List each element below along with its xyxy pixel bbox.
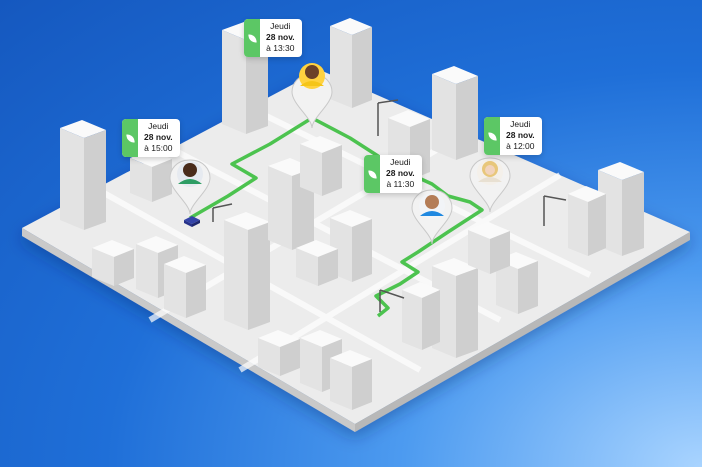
stop-date: 28 nov. — [266, 32, 295, 42]
building — [330, 18, 372, 108]
stop-date: 28 nov. — [386, 168, 415, 178]
building — [60, 120, 106, 230]
building — [222, 22, 268, 134]
stop-time: à 11:30 — [386, 179, 415, 189]
avatar-woman-blonde — [477, 159, 503, 185]
leaf-icon — [367, 168, 377, 180]
stop-card-2[interactable]: Jeudi 28 nov. à 15:00 — [122, 119, 180, 157]
map-pin-13-30[interactable] — [291, 73, 333, 129]
building — [568, 186, 606, 256]
stop-day: Jeudi — [510, 119, 531, 129]
avatar-man-yellow-shirt — [299, 63, 325, 89]
stop-day: Jeudi — [270, 21, 291, 31]
stop-card-3[interactable]: Jeudi 28 nov. à 11:30 — [364, 155, 422, 193]
building — [300, 136, 342, 196]
building — [296, 240, 338, 286]
avatar-man-green-shirt — [177, 161, 203, 187]
buildings — [60, 18, 644, 410]
leaf-icon — [247, 32, 257, 44]
stop-time: à 15:00 — [144, 143, 173, 153]
avatar-woman-blue-shirt — [419, 193, 445, 219]
stop-card-4[interactable]: Jeudi 28 nov. à 12:00 — [484, 117, 542, 155]
stop-date: 28 nov. — [144, 132, 173, 142]
stop-card-1[interactable]: Jeudi 28 nov. à 13:30 — [244, 19, 302, 57]
stop-time: à 12:00 — [506, 141, 535, 151]
stop-day: Jeudi — [148, 121, 169, 131]
building — [402, 282, 440, 350]
building — [224, 212, 270, 330]
building — [164, 256, 206, 318]
leaf-icon — [125, 132, 135, 144]
stop-time: à 13:30 — [266, 43, 295, 53]
car-icon — [184, 216, 200, 227]
building — [330, 350, 372, 410]
leaf-icon — [487, 130, 497, 142]
stop-date: 28 nov. — [506, 130, 535, 140]
building — [468, 222, 510, 274]
building — [92, 240, 134, 286]
delivery-route — [189, 116, 484, 318]
building — [130, 150, 172, 202]
building — [258, 330, 300, 376]
traffic-lights — [212, 99, 567, 312]
building — [432, 66, 478, 160]
stop-day: Jeudi — [390, 157, 411, 167]
